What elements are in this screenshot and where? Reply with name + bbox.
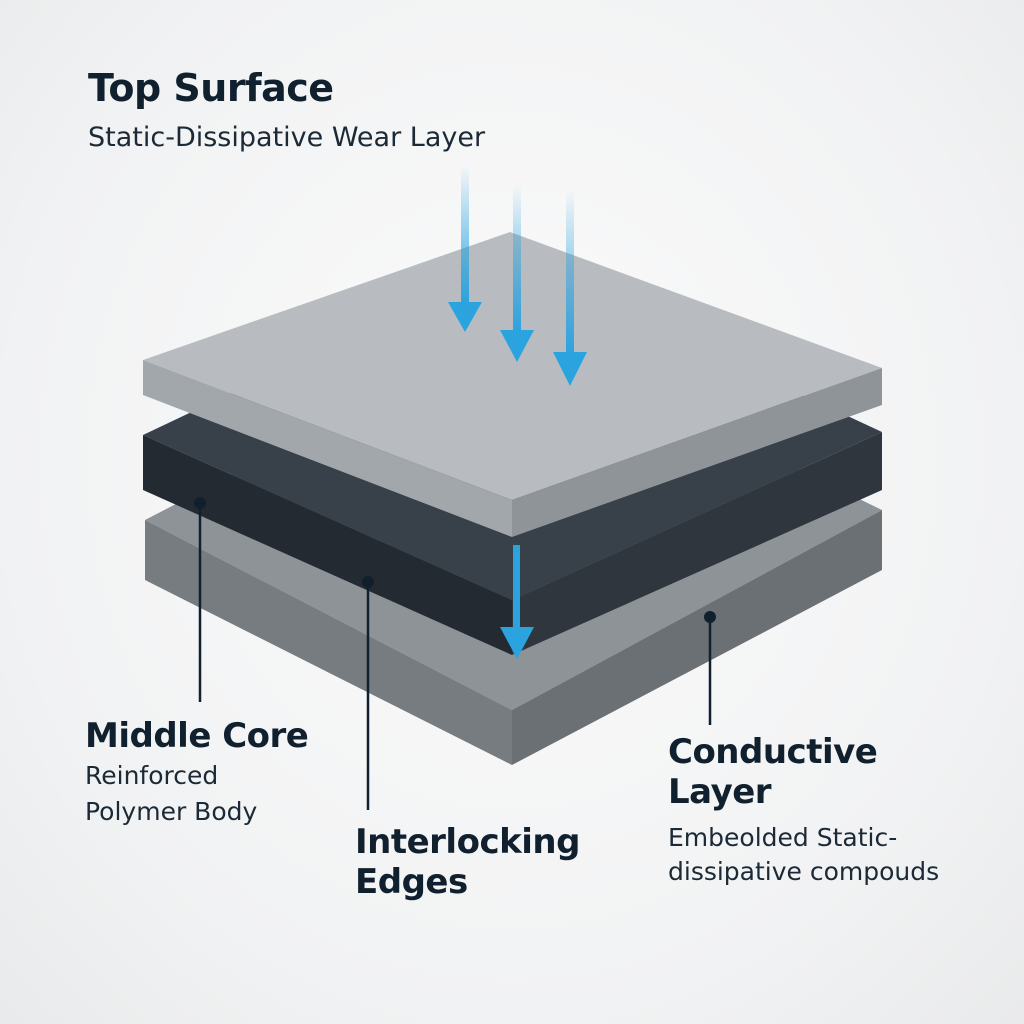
conductive-layer-subtitle-line1: Embeolded Static- <box>668 823 898 852</box>
arrow-icon <box>448 165 482 332</box>
conductive-layer-subtitle-line2: dissipative compouds <box>668 857 940 886</box>
middle-core-subtitle-line2: Polymer Body <box>85 797 258 826</box>
leader-interlocking-edges <box>362 576 374 810</box>
leader-middle-core <box>194 497 206 702</box>
middle-core-subtitle-line1: Reinforced <box>85 761 219 790</box>
middle-core-title: Middle Core <box>85 716 309 756</box>
interlocking-edges-title-line1: Interlocking <box>355 822 580 862</box>
top-slab-wear-layer <box>143 232 882 537</box>
interlocking-edges-title-line2: Edges <box>355 862 468 902</box>
arrow-icon <box>500 545 534 659</box>
top-surface-title: Top Surface <box>88 66 334 110</box>
conductive-layer-title-line2: Layer <box>668 772 772 812</box>
conductive-layer-title-line1: Conductive <box>668 732 878 772</box>
leader-conductive-layer <box>704 611 716 725</box>
arrow-icon <box>553 190 587 386</box>
top-surface-subtitle: Static-Dissipative Wear Layer <box>88 122 486 153</box>
arrow-icon <box>500 185 534 362</box>
